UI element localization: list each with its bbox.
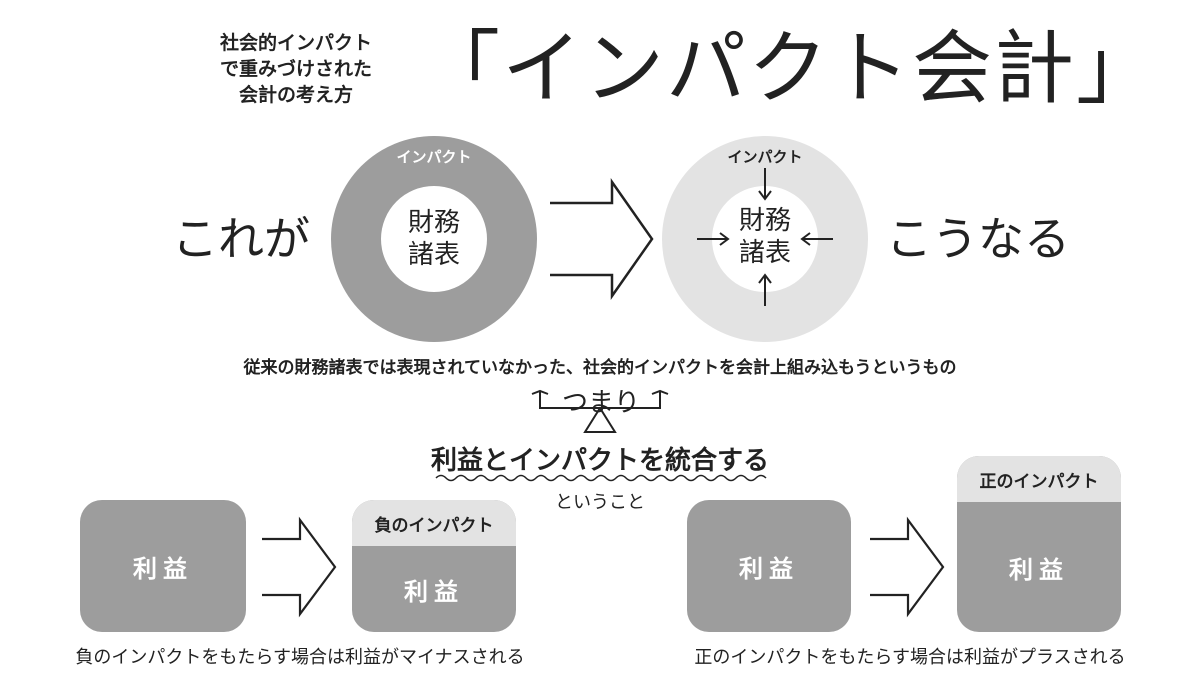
right-ring-label: インパクト bbox=[727, 148, 802, 166]
negative-caption: 負のインパクトをもたらす場合は利益がマイナスされる bbox=[75, 647, 525, 668]
left-ring-inner bbox=[381, 186, 487, 292]
right-word: こうなる bbox=[886, 212, 1070, 266]
left-center-line-1: 財務 bbox=[408, 208, 460, 238]
main-title: 「インパクト会計」 bbox=[420, 22, 1158, 115]
negative-after-box: 負のインパクト 利益 bbox=[352, 500, 516, 632]
tsumari-bracket-left-tip bbox=[531, 389, 549, 395]
arrow-down-icon bbox=[758, 168, 772, 201]
arrow-up-icon bbox=[758, 273, 772, 306]
positive-before-label: 利益 bbox=[739, 554, 799, 583]
positive-after-label: 利益 bbox=[1009, 555, 1069, 584]
explanation-text: 従来の財務諸表では表現されていなかった、社会的インパクトを会計上組み込もうという… bbox=[243, 358, 957, 378]
toiukoto-text: ということ bbox=[555, 492, 645, 513]
arrow-right-icon bbox=[697, 232, 730, 246]
left-ring-label: インパクト bbox=[396, 148, 471, 166]
positive-arrow-icon bbox=[870, 516, 945, 618]
inward-arrows bbox=[697, 168, 833, 306]
negative-before-label: 利益 bbox=[133, 554, 193, 583]
wavy-underline bbox=[435, 474, 767, 482]
right-ring-inner bbox=[712, 186, 818, 292]
right-center-line-1: 財務 bbox=[739, 206, 791, 236]
negative-after-label: 利益 bbox=[404, 577, 464, 606]
positive-caption: 正のインパクトをもたらす場合は利益がプラスされる bbox=[694, 647, 1126, 668]
right-impact-ring: インパクト 財務 諸表 bbox=[662, 136, 868, 342]
positive-after-box: 正のインパクト 利益 bbox=[957, 456, 1121, 632]
subtitle-line-3: 会計の考え方 bbox=[238, 84, 353, 106]
negative-arrow-icon bbox=[262, 516, 337, 618]
negative-impact-band: 負のインパクト bbox=[352, 500, 516, 546]
positive-before-box: 利益 bbox=[687, 500, 851, 632]
tsumari-bracket-right-tip bbox=[651, 389, 669, 395]
negative-before-box: 利益 bbox=[80, 500, 246, 632]
tsumari-text: つまり bbox=[561, 388, 640, 418]
integrate-text: 利益とインパクトを統合する bbox=[430, 446, 769, 476]
left-impact-ring: インパクト 財務 諸表 bbox=[331, 136, 537, 342]
positive-impact-band: 正のインパクト bbox=[957, 456, 1121, 502]
transform-arrow-icon bbox=[550, 178, 654, 300]
subtitle-line-2: で重みづけされた bbox=[219, 58, 372, 80]
left-word: これが bbox=[172, 212, 310, 266]
arrow-left-icon bbox=[800, 232, 833, 246]
left-center-line-2: 諸表 bbox=[408, 240, 460, 270]
subtitle-line-1: 社会的インパクト bbox=[219, 32, 372, 54]
right-center-line-2: 諸表 bbox=[739, 238, 791, 268]
tsumari-bracket bbox=[539, 391, 661, 433]
subtitle: 社会的インパクト で重みづけされた 会計の考え方 bbox=[196, 30, 396, 108]
